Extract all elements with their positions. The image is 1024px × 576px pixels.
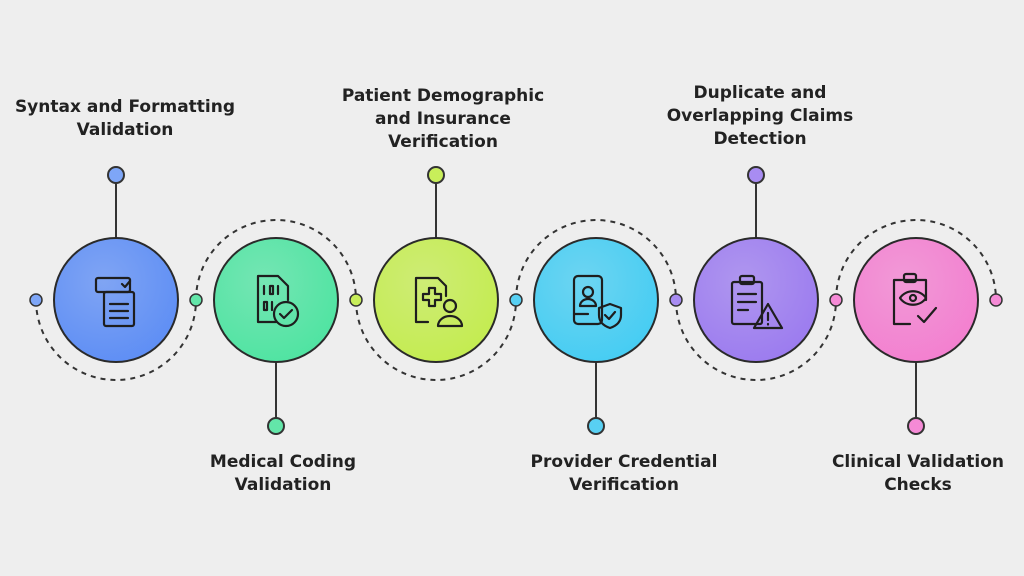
junction-dot (189, 293, 203, 307)
junction-dot (349, 293, 363, 307)
junction-dot (829, 293, 843, 307)
dashed-arc (355, 299, 517, 381)
connector-dot (427, 166, 445, 184)
step-circle (533, 237, 659, 363)
junction-dot (989, 293, 1003, 307)
dashed-arc (835, 219, 997, 301)
dashed-arc (515, 219, 677, 301)
dashed-arc (35, 299, 197, 381)
clipboard-warning-icon (730, 274, 784, 330)
step-circle (213, 237, 339, 363)
connector-dot (747, 166, 765, 184)
id-badge-shield-icon (572, 274, 623, 330)
form-check-icon (94, 276, 136, 328)
junction-dot (29, 293, 43, 307)
step-circle (693, 237, 819, 363)
dashed-arc (195, 219, 357, 301)
step-circle (53, 237, 179, 363)
connector-dot (587, 417, 605, 435)
binary-document-check-icon (256, 274, 300, 328)
connector-dot (107, 166, 125, 184)
junction-dot (509, 293, 523, 307)
clipboard-eye-check-icon (892, 272, 938, 326)
junction-dot (669, 293, 683, 307)
connector-dot (267, 417, 285, 435)
connector-dot (907, 417, 925, 435)
medical-document-user-icon (414, 276, 464, 328)
dashed-arc (675, 299, 837, 381)
